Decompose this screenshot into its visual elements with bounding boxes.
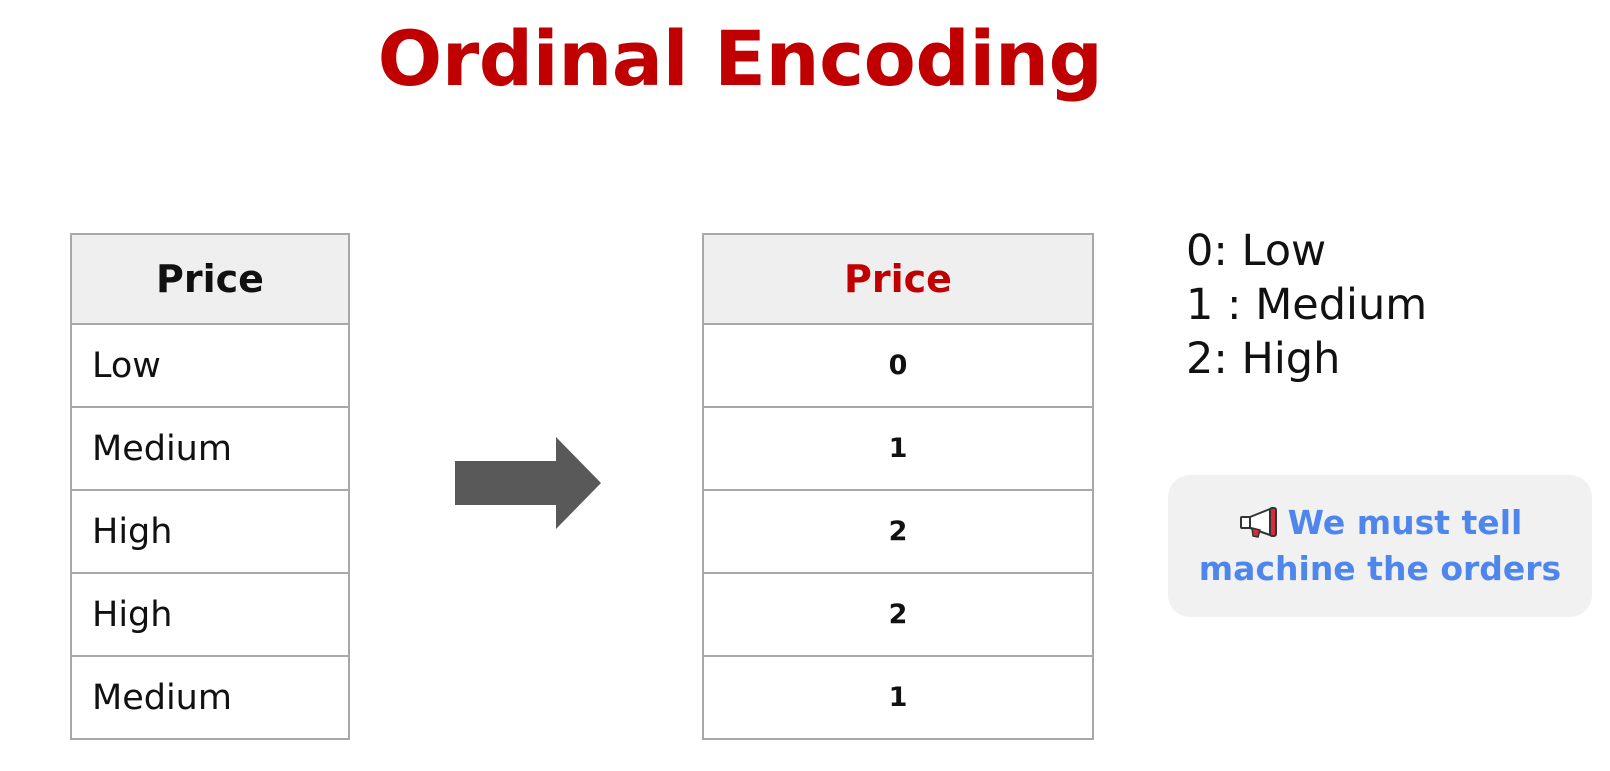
table-row: High (70, 489, 350, 574)
legend-label: High (1241, 334, 1341, 384)
legend-code: 0 (1186, 226, 1214, 276)
legend-item: 2: High (1186, 334, 1341, 384)
table-cell: Low (70, 323, 350, 408)
callout-box: We must tell machine the orders (1168, 475, 1592, 617)
table-row: 2 (702, 572, 1094, 657)
legend-label: Low (1241, 226, 1327, 276)
table-cell: Medium (70, 655, 350, 740)
legend-code: 1 (1186, 280, 1214, 330)
callout-line-2: machine the orders (1198, 549, 1562, 588)
table-cell: 2 (702, 489, 1094, 574)
table-header: Price (702, 233, 1094, 325)
megaphone-icon (1239, 507, 1277, 538)
callout-text: We must tell machine the orders (1199, 500, 1561, 592)
table-cell: Medium (70, 406, 350, 491)
legend-code: 2 (1186, 334, 1214, 384)
encoding-legend: 0: Low 1 : Medium 2: High (1186, 224, 1427, 386)
table-cell: High (70, 572, 350, 657)
table-row: 1 (702, 655, 1094, 740)
table-row: Medium (70, 655, 350, 740)
table-cell: 1 (702, 655, 1094, 740)
table-header: Price (70, 233, 350, 325)
table-row: 1 (702, 406, 1094, 491)
table-cell: 0 (702, 323, 1094, 408)
table-cell: 1 (702, 406, 1094, 491)
right-arrow-icon (455, 437, 601, 529)
legend-item: 0: Low (1186, 226, 1327, 276)
table-row: Medium (70, 406, 350, 491)
table-row: Low (70, 323, 350, 408)
legend-item: 1 : Medium (1186, 280, 1428, 330)
table-row: 0 (702, 323, 1094, 408)
table-row: 2 (702, 489, 1094, 574)
table-row: High (70, 572, 350, 657)
table-cell: 2 (702, 572, 1094, 657)
page-title: Ordinal Encoding (377, 14, 1103, 103)
original-price-table: Price Low Medium High High Medium (70, 233, 350, 740)
callout-line-1: We must tell (1287, 503, 1523, 542)
table-cell: High (70, 489, 350, 574)
encoded-price-table: Price 0 1 2 2 1 (702, 233, 1094, 740)
legend-label: Medium (1255, 280, 1428, 330)
